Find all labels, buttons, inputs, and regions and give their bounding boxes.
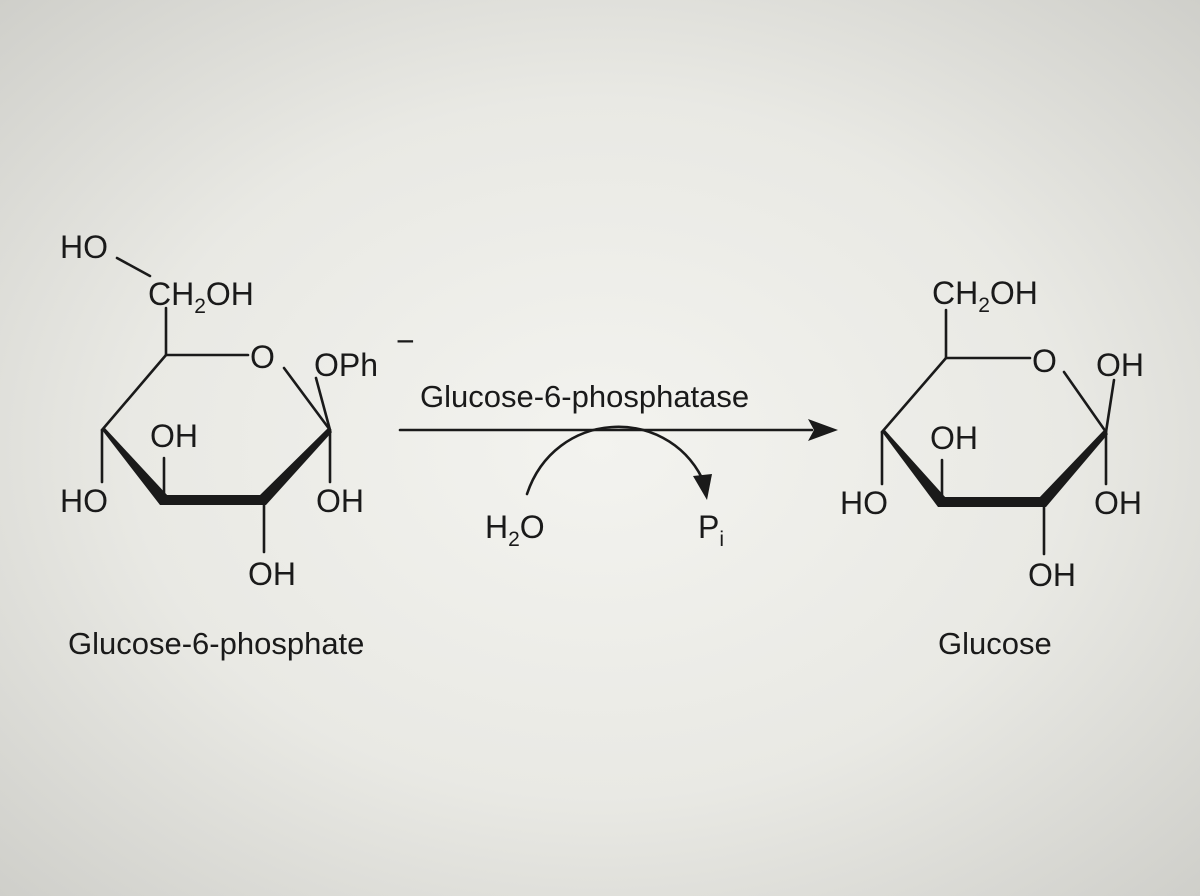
wedge-c4-c3 [102,427,168,505]
ch2oh-label: CH2OH [148,276,254,318]
wedge-c3-c2 [160,495,266,505]
water-h: H [485,509,508,545]
oh-right-label: OH [316,483,364,519]
water-subscript: 2 [508,528,520,551]
ho-left-label: HO [60,483,108,519]
bond-c1-oh-up-p [1104,378,1116,434]
phosphate-p: P [698,509,719,545]
wedge-c2-c1 [258,428,332,505]
ch2oh-subscript-p: 2 [978,294,990,317]
oh-mid-label: OH [150,418,198,454]
oph-op: OP [314,347,360,383]
water-o: O [520,509,545,545]
oh-top-right-label: OH [1096,347,1144,383]
bond-c5-c4 [100,353,168,432]
bond-ring-o-c1-p [1062,370,1108,434]
oh-right-label-p: OH [1094,485,1142,521]
negative-charge: − [396,323,415,359]
ch2oh-ch-p: CH [932,275,978,311]
phosphate-label: Pi [698,509,724,551]
bond-ring-o-c1 [282,366,332,432]
ch2oh-oh: OH [206,276,254,312]
oh-bottom-label-p: OH [1028,557,1076,593]
ring-oxygen-label: O [250,339,275,375]
product-caption: Glucose [938,626,1052,661]
oh-bottom-label: OH [248,556,296,592]
ho-left-label-p: HO [840,485,888,521]
oh-mid-label-p: OH [930,420,978,456]
wedge-c4-c3-p [882,429,946,507]
ch2oh-ch: CH [148,276,194,312]
phosphate-subscript: i [719,528,724,551]
oph-h: h [360,347,378,383]
glucose-6-phosphate-structure: HO CH2OH O OPh − OH HO OH OH Glucose-6-p… [60,229,415,661]
ring-oxygen-label-p: O [1032,343,1057,379]
glucose-structure: CH2OH O OH OH HO OH OH Glucose [840,275,1144,661]
ch2oh-oh-p: OH [990,275,1038,311]
water-to-phosphate-curve [525,425,704,496]
wedge-c2-c1-p [1038,430,1108,507]
bond-c5-c4-p [880,356,948,434]
bond-c1-oph [314,376,332,432]
ho-top-label: HO [60,229,108,265]
bond-ho-ch2 [115,256,152,278]
reaction-arrow-group: Glucose-6-phosphatase H2O Pi [398,379,838,551]
oph-label: OPh [314,347,378,383]
reaction-arrowhead [808,419,838,441]
ch2oh-subscript: 2 [194,295,206,318]
water-label: H2O [485,509,545,551]
curve-arrowhead [693,474,712,500]
reactant-caption: Glucose-6-phosphate [68,626,364,661]
enzyme-label: Glucose-6-phosphatase [420,379,749,414]
ch2oh-label-p: CH2OH [932,275,1038,317]
wedge-c3-c2-p [938,497,1046,507]
